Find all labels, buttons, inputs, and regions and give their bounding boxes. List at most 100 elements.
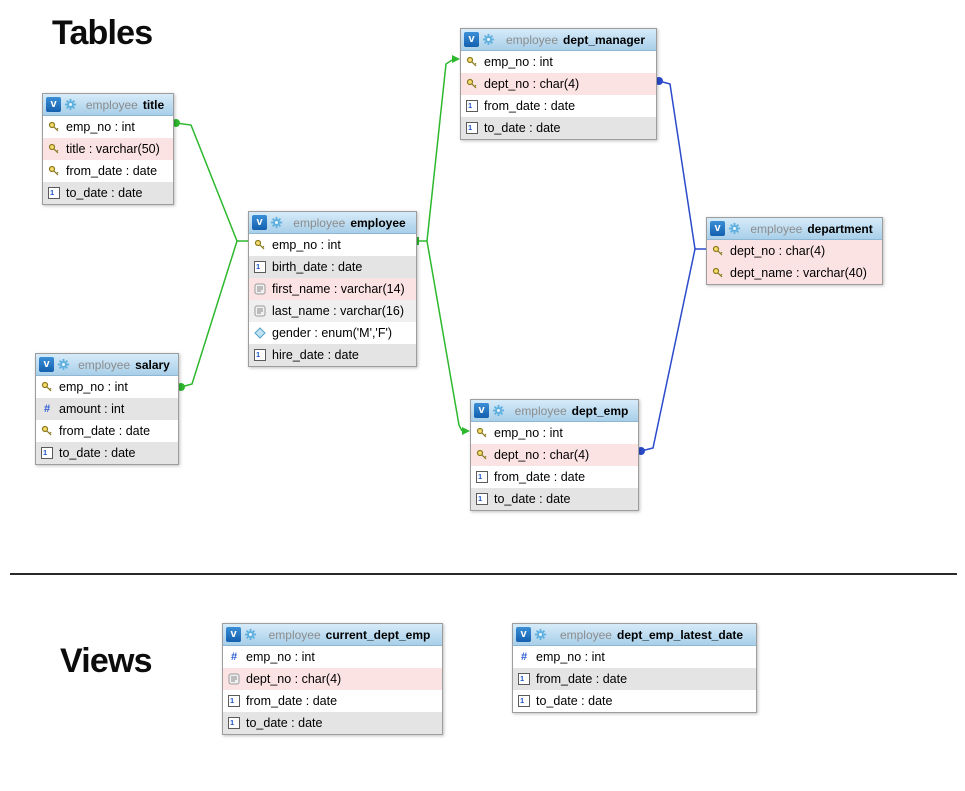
relation-line-salary-employee — [180, 240, 238, 388]
primary-key-icon — [476, 449, 488, 461]
schema-name: employee — [559, 627, 612, 642]
column-label: dept_no : char(4) — [494, 448, 590, 462]
relation-line-dept-manager-department — [658, 80, 706, 250]
text-icon — [254, 305, 266, 317]
relation-line-dept-emp-department — [640, 248, 696, 452]
view-badge-icon: v — [464, 32, 479, 47]
column-label: amount : int — [59, 402, 125, 416]
date-icon: 1 — [476, 471, 488, 483]
column-row: from_date : date — [36, 420, 178, 442]
view-badge-icon: v — [710, 221, 725, 236]
column-label: first_name : varchar(14) — [272, 282, 405, 296]
numeric-icon: # — [230, 651, 238, 663]
primary-key-icon — [41, 425, 53, 437]
gear-icon — [492, 404, 505, 417]
column-row: last_name : varchar(16) — [249, 300, 416, 322]
primary-key-icon — [466, 56, 478, 68]
view-badge-icon: v — [39, 357, 54, 372]
view-current_dept_emp[interactable]: v employee current_dept_emp # emp_no : int de… — [222, 623, 443, 735]
column-row: #emp_no : int — [513, 646, 756, 668]
column-label: emp_no : int — [66, 120, 135, 134]
column-row: emp_no : int — [249, 234, 416, 256]
column-label: emp_no : int — [484, 55, 553, 69]
date-icon: 1 — [254, 349, 266, 361]
column-label: dept_no : char(4) — [484, 77, 580, 91]
column-row: from_date : date — [43, 160, 173, 182]
column-label: emp_no : int — [59, 380, 128, 394]
primary-key-icon — [712, 267, 724, 279]
column-row: emp_no : int — [461, 51, 656, 73]
column-label: emp_no : int — [246, 650, 315, 664]
schema-name: employee — [268, 627, 321, 642]
column-row: first_name : varchar(14) — [249, 278, 416, 300]
column-row: dept_no : char(4) — [223, 668, 442, 690]
primary-key-icon — [41, 381, 53, 393]
text-icon — [254, 283, 266, 295]
date-icon: 1 — [476, 493, 488, 505]
entity-name: current_dept_emp — [325, 627, 431, 642]
column-row: dept_no : char(4) — [471, 444, 638, 466]
column-row: emp_no : int — [43, 116, 173, 138]
primary-key-icon — [48, 165, 60, 177]
primary-key-icon — [476, 427, 488, 439]
column-row: dept_no : char(4) — [707, 240, 882, 262]
enum-icon — [254, 327, 266, 339]
view-badge-icon: v — [226, 627, 241, 642]
section-divider — [10, 573, 957, 575]
primary-key-icon — [466, 78, 478, 90]
entity-name: dept_emp — [571, 403, 629, 418]
entity-title: employee dept_emp_latest_date — [550, 628, 753, 642]
views-section-title: Views — [60, 642, 153, 680]
gear-icon — [270, 216, 283, 229]
date-icon: 1 — [466, 100, 478, 112]
date-icon: 1 — [228, 695, 240, 707]
column-row: title : varchar(50) — [43, 138, 173, 160]
relation-line-employee-dept-manager — [426, 59, 453, 242]
column-label: to_date : date — [66, 186, 143, 200]
view-badge-icon: v — [252, 215, 267, 230]
tables-section-title: Tables — [52, 14, 153, 52]
text-icon — [228, 673, 240, 685]
column-row: dept_name : varchar(40) — [707, 262, 882, 284]
entity-name: dept_emp_latest_date — [616, 627, 744, 642]
date-icon: 1 — [254, 261, 266, 273]
gear-icon — [244, 628, 257, 641]
column-row: # emp_no : int — [223, 646, 442, 668]
gear-icon — [57, 358, 70, 371]
numeric-icon: # — [43, 403, 51, 415]
column-label: dept_name : varchar(40) — [730, 266, 867, 280]
gear-icon — [482, 33, 495, 46]
column-label: to_date : date — [59, 446, 136, 460]
primary-key-icon — [254, 239, 266, 251]
relation-line-employee-dept-emp — [426, 240, 463, 432]
entity-header[interactable]: v employee current_dept_emp — [223, 624, 442, 646]
column-label: from_date : date — [66, 164, 158, 178]
column-row: emp_no : int — [36, 376, 178, 398]
column-label: dept_no : char(4) — [730, 244, 826, 258]
column-label: from_date : date — [494, 470, 586, 484]
